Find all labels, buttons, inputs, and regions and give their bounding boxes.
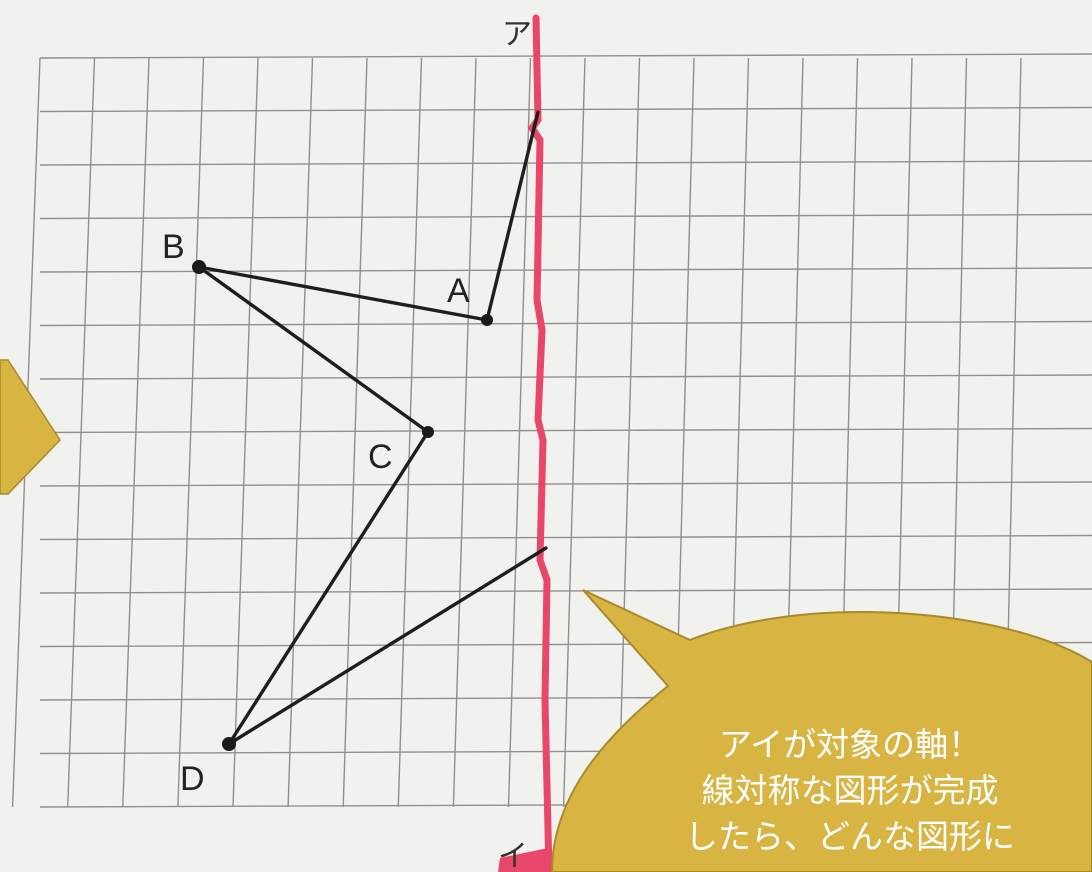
point-C-label: C [368,438,393,476]
point-D-dot [222,737,236,751]
segment-C-to-D [227,430,430,746]
grid-horizontal-line [39,534,1092,541]
speech-bubble-shape [550,589,1092,872]
grid-vertical-line [287,57,314,808]
grid-horizontal-line [39,160,1092,166]
grid-vertical-line [232,57,259,808]
grid-horizontal-line [39,53,1092,59]
bubble-line-2: 線対称な図形が完成 [701,771,999,810]
grid-vertical-line [342,57,368,808]
segment-B-to-C [197,265,430,434]
point-A-dot [481,314,493,326]
point-C-dot [422,426,434,438]
point-B-dot [192,260,206,274]
segment-axis-top-to-A [485,110,540,322]
grid-horizontal-line [39,320,1092,327]
grid-horizontal-line [39,481,1092,487]
square-grid [11,53,1092,808]
segment-A-to-B [197,265,489,322]
grid-vertical-line [618,57,641,808]
axis-bottom-label: イ [498,839,528,872]
grid-vertical-line [452,57,477,808]
axis-top-label: ア [502,17,532,52]
axis-bottom-smudge [498,848,552,872]
point-D-label: D [180,760,205,798]
grid-horizontal-line [39,427,1092,434]
grid-vertical-line [507,57,532,808]
left-callout-shape [0,359,61,495]
grid-vertical-line [397,57,423,808]
vertex-dots [192,260,493,751]
point-A-label: A [447,272,470,310]
bubble-line-3: したら、どんな図形に [685,817,1015,856]
segment-D-to-axis-bottom [227,546,548,746]
grid-horizontal-line [39,588,1092,594]
grid-horizontal-line [39,106,1092,113]
point-B-label: B [162,228,185,266]
speech-bubble-text: アイが対象の軸！ 線対称な図形が完成 したら、どんな図形に [590,722,1092,860]
grid-horizontal-line [39,374,1092,380]
grid-horizontal-line [39,213,1092,220]
grid-vertical-line [562,57,586,808]
figure-polyline [197,110,548,746]
bubble-line-1: アイが対象の軸！ [718,725,982,764]
